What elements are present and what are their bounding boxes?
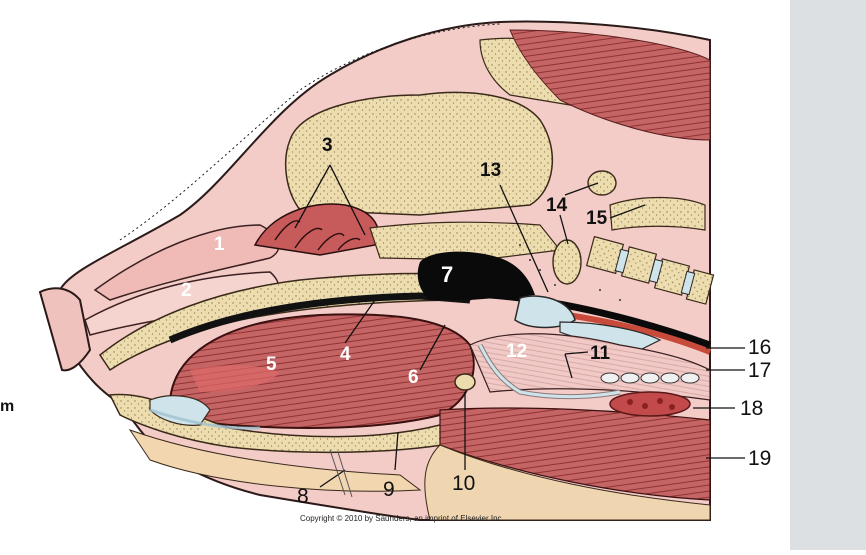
label-11: 11 <box>590 343 611 364</box>
label-13: 13 <box>480 160 502 181</box>
side-panel <box>790 0 866 550</box>
label-4: 4 <box>340 344 351 365</box>
cranium <box>284 91 553 216</box>
copyright-notice: Copyright © 2010 by Saunders, an imprint… <box>300 514 504 523</box>
label-8: 8 <box>297 485 309 508</box>
label-17: 17 <box>748 359 772 382</box>
label-1: 1 <box>214 234 225 255</box>
label-10: 10 <box>452 472 476 495</box>
label-5: 5 <box>266 354 277 375</box>
label-15: 15 <box>586 208 608 229</box>
label-7: 7 <box>441 262 454 287</box>
label-9: 9 <box>383 478 395 501</box>
tongue <box>168 313 475 429</box>
label-2: 2 <box>181 280 192 301</box>
label-16: 16 <box>748 336 772 359</box>
label-19: 19 <box>748 447 772 470</box>
label-3: 3 <box>322 135 333 156</box>
label-14: 14 <box>546 195 568 216</box>
label-12: 12 <box>506 341 528 362</box>
edge-text-fragment: m <box>0 398 15 415</box>
label-18: 18 <box>740 397 764 420</box>
label-6: 6 <box>408 367 419 388</box>
